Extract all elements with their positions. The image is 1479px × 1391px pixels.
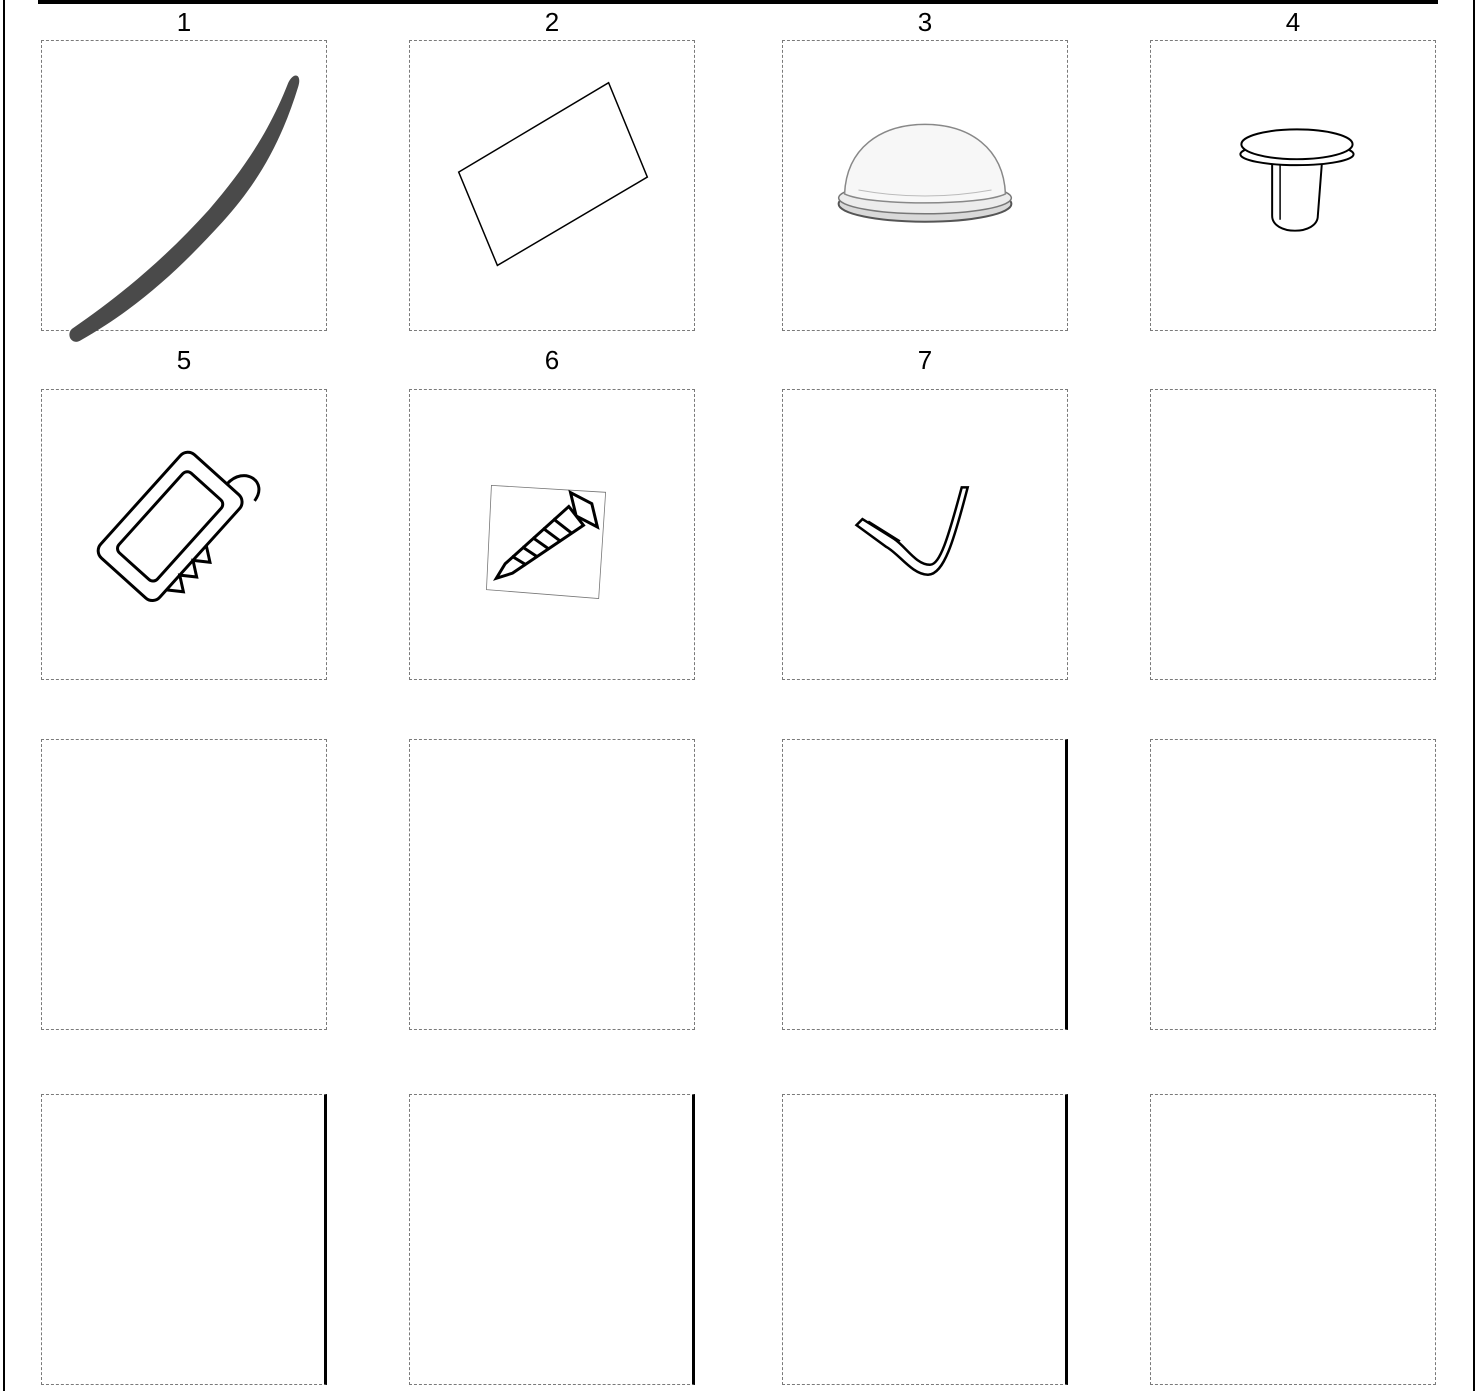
bent-rod-icon [783,390,1067,679]
part-number-label: 3 [782,7,1068,37]
empty-part-cell [409,1094,695,1385]
empty-part-cell [782,739,1068,1030]
part-cell-3 [782,40,1068,331]
part-number-label: 5 [41,345,327,375]
empty-part-cell [1150,1094,1436,1385]
screw-icon [410,390,694,679]
rectangular-pad-icon [410,41,694,330]
empty-part-cell [409,739,695,1030]
frame-right-border [1473,0,1475,1391]
part-number-label: 2 [409,7,695,37]
frame-top-border [38,0,1438,4]
empty-part-cell [1150,739,1436,1030]
empty-part-cell [41,739,327,1030]
part-cell-7 [782,389,1068,680]
frame-left-border [3,0,5,1391]
dome-bumper-icon [783,41,1067,330]
clip-bracket-icon [42,390,326,679]
part-cell-2 [409,40,695,331]
empty-part-cell [41,1094,327,1385]
part-cell-5 [41,389,327,680]
part-cell-6 [409,389,695,680]
part-number-label: 6 [409,345,695,375]
part-number-label: 7 [782,345,1068,375]
part-number-label: 4 [1150,7,1436,37]
foam-strip-icon [42,41,326,330]
empty-part-cell [1150,389,1436,680]
push-pin-rivet-icon [1151,41,1435,330]
empty-part-cell [782,1094,1068,1385]
part-cell-4 [1150,40,1436,331]
part-number-label: 1 [41,7,327,37]
part-cell-1 [41,40,327,331]
